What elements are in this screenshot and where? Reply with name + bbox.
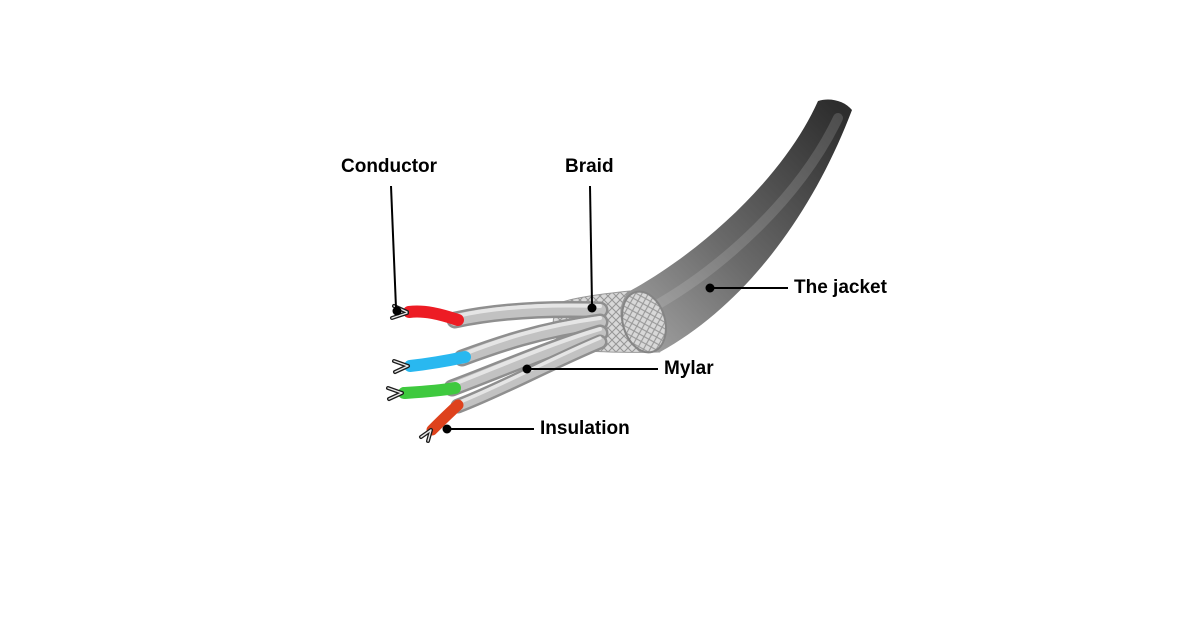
jacket-body [620, 99, 852, 352]
conductor-tip-green [386, 386, 404, 401]
label-braid: Braid [565, 156, 614, 177]
conductor-tip-orange [419, 428, 433, 443]
label-conductor: Conductor [341, 156, 438, 177]
braid-anchor-dot [587, 303, 597, 313]
cable [386, 99, 852, 443]
conductor-tip-cyan [392, 359, 410, 374]
insulation-anchor-dot [442, 424, 452, 434]
mylar-tube-1 [446, 300, 609, 329]
mylar-tube-3 [443, 324, 609, 397]
wire-green-insulation [398, 382, 461, 399]
mylar-tube-2 [453, 313, 609, 367]
jacket-highlight [650, 113, 843, 311]
wire-cyan-insulation [404, 351, 471, 372]
label-insulation: Insulation [540, 418, 630, 439]
jacket-end-face [621, 290, 667, 354]
conductor-leader-line [390, 185, 397, 309]
mylar-tubes [443, 300, 609, 414]
conductor-anchor-dot [392, 306, 402, 316]
label-jacket: The jacket [794, 277, 887, 298]
wire-red-insulation [403, 305, 464, 326]
jacket-anchor-dot [705, 283, 715, 293]
braid-leader-line [589, 185, 593, 305]
leader-lines [390, 185, 788, 430]
anchor-dots [392, 283, 715, 434]
wire-insulations [398, 305, 471, 436]
label-mylar: Mylar [664, 358, 714, 379]
conductor-tips [386, 304, 433, 443]
wire-orange-insulation [426, 399, 464, 436]
mylar-anchor-dot [522, 364, 532, 374]
